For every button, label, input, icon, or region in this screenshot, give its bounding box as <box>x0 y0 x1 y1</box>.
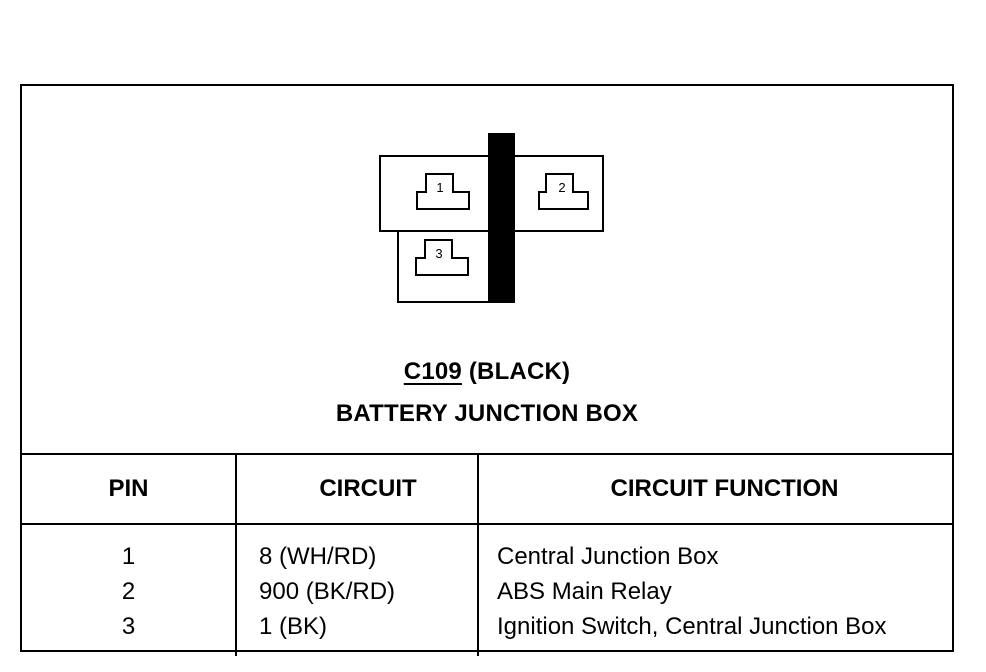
connector-frame: 1 2 3 C109 (BLACK) BATTERY JUNCTION BOX … <box>20 84 954 656</box>
header-circuit: CIRCUIT <box>235 453 479 525</box>
table-row: 1 8 (WH/RD) Central Junction Box <box>22 524 952 574</box>
row-function: ABS Main Relay <box>477 574 952 609</box>
connector-latch-bar <box>488 133 515 303</box>
pin-label-3: 3 <box>435 246 442 261</box>
row-circuit: 1 (BK) <box>235 609 479 656</box>
terminal-3 <box>415 239 469 276</box>
header-pin: PIN <box>22 453 237 525</box>
pin-label-2: 2 <box>558 180 565 195</box>
row-function: Ignition Switch, Central Junction Box <box>477 609 952 656</box>
row-circuit: 900 (BK/RD) <box>235 574 479 609</box>
table-row: 2 900 (BK/RD) ABS Main Relay <box>22 574 952 609</box>
row-circuit: 8 (WH/RD) <box>235 524 479 574</box>
row-pin: 2 <box>22 574 237 609</box>
terminal-2 <box>538 173 589 210</box>
connector-diagram-area: 1 2 3 C109 (BLACK) BATTERY JUNCTION BOX <box>22 86 952 455</box>
connector-color: (BLACK) <box>468 358 571 385</box>
terminal-1 <box>416 173 470 210</box>
row-pin: 3 <box>22 609 237 656</box>
pin-label-1: 1 <box>436 180 443 195</box>
pin-table: PIN CIRCUIT CIRCUIT FUNCTION 1 8 (WH/RD)… <box>22 453 952 656</box>
row-pin: 1 <box>22 524 237 574</box>
header-function: CIRCUIT FUNCTION <box>477 453 952 525</box>
row-function: Central Junction Box <box>477 524 952 574</box>
pin-table-header: PIN CIRCUIT CIRCUIT FUNCTION <box>22 453 952 525</box>
connector-id: C109 <box>403 358 462 385</box>
connector-face-diagram: 1 2 3 <box>379 133 604 303</box>
table-row: 3 1 (BK) Ignition Switch, Central Juncti… <box>22 609 952 656</box>
connector-title: C109 (BLACK) <box>22 358 952 386</box>
connector-location: BATTERY JUNCTION BOX <box>335 400 639 427</box>
